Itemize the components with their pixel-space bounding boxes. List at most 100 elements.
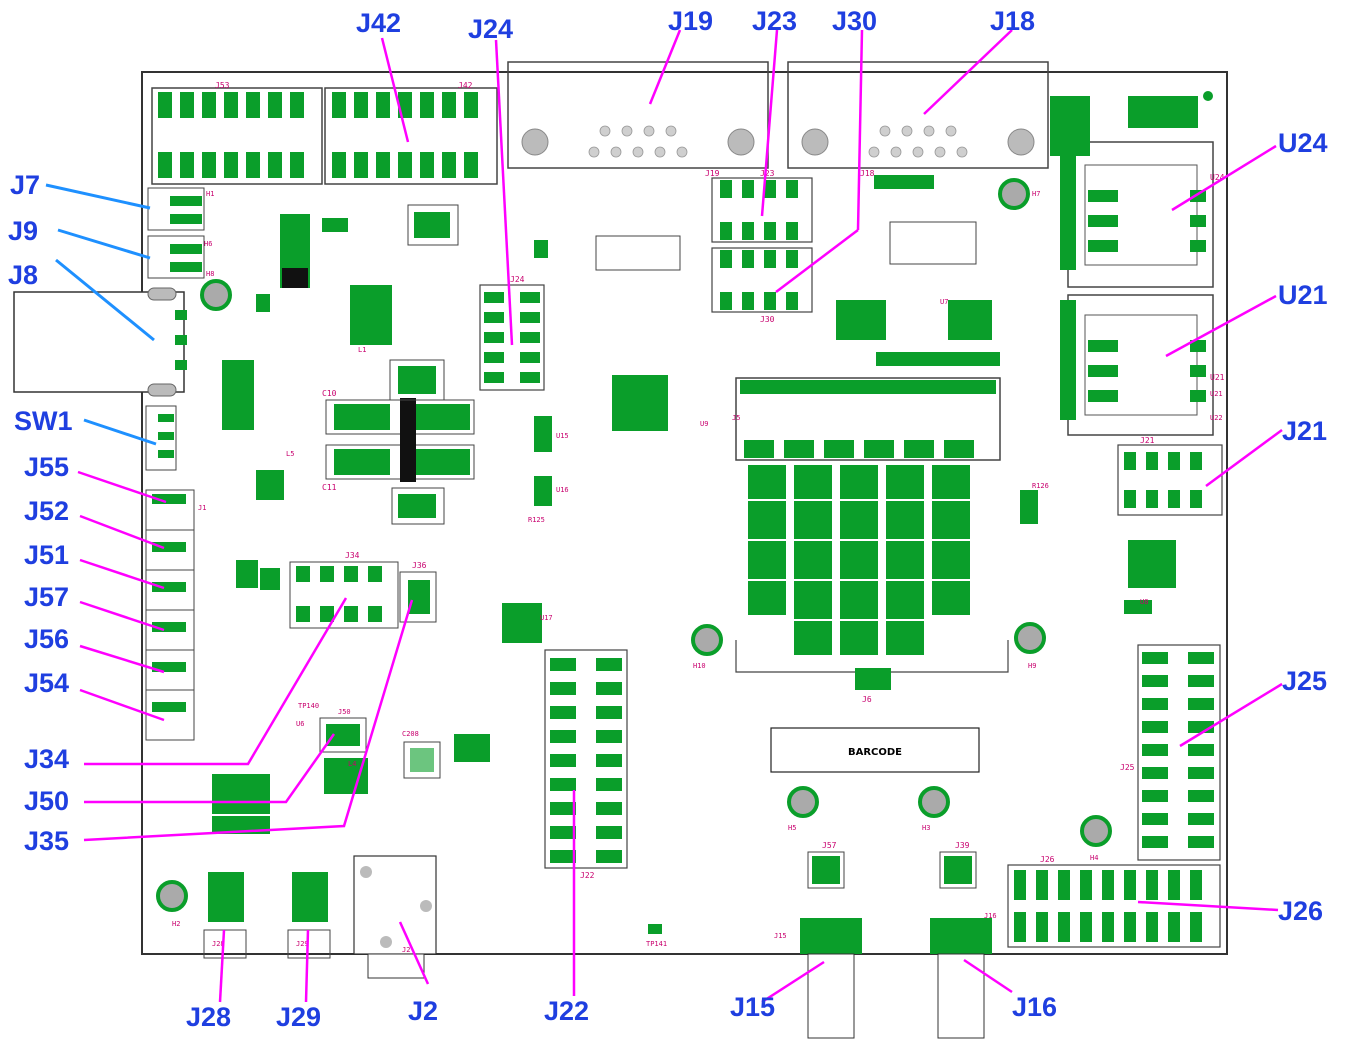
svg-text:J30: J30 xyxy=(760,315,775,324)
callout-j18: J18 xyxy=(990,6,1036,36)
capacitors-c10-c11: C10 C11 xyxy=(322,389,475,492)
callout-j57: J57 xyxy=(24,582,70,612)
silkscreen-labels: H8 H7 H10 H9 H5 H3 H4 H2 L1 L4 L5 C208 U… xyxy=(172,190,1223,954)
svg-text:U16: U16 xyxy=(556,486,569,494)
callout-u21: U21 xyxy=(1278,280,1328,310)
svg-text:L5: L5 xyxy=(286,450,294,458)
svg-text:H2: H2 xyxy=(172,920,180,928)
svg-text:H8: H8 xyxy=(206,270,214,278)
svg-text:J5: J5 xyxy=(732,414,740,422)
silk-j18: J18 xyxy=(860,169,875,178)
connector-j21: J21 xyxy=(1117,436,1223,516)
callout-j30: J30 xyxy=(832,6,878,36)
callout-j15: J15 xyxy=(730,992,776,1022)
svg-text:J34: J34 xyxy=(345,551,360,560)
callout-j26: J26 xyxy=(1278,896,1324,926)
callout-j23: J23 xyxy=(752,6,798,36)
callout-j9: J9 xyxy=(8,216,39,246)
callout-j51: J51 xyxy=(24,540,70,570)
connector-j34: J34 xyxy=(289,551,399,629)
callout-j22: J22 xyxy=(544,996,590,1026)
connector-j50 xyxy=(319,717,367,753)
svg-text:J24: J24 xyxy=(510,275,525,284)
connector-j24: J24 xyxy=(479,275,545,391)
connector-j36: J36 xyxy=(399,561,437,623)
silk-j42: J42 xyxy=(458,81,473,90)
svg-text:J36: J36 xyxy=(412,561,427,570)
ic-c208 xyxy=(403,741,441,779)
callout-j54: J54 xyxy=(24,668,70,698)
connector-j42: J42 xyxy=(324,81,498,185)
svg-text:J22: J22 xyxy=(580,871,595,880)
svg-text:H1: H1 xyxy=(206,190,214,198)
svg-text:H6: H6 xyxy=(204,240,212,248)
callout-j35: J35 xyxy=(24,826,70,856)
svg-text:J6: J6 xyxy=(862,695,872,704)
heatsink-j5: J6 xyxy=(735,377,1009,704)
connector-j19: J19 xyxy=(507,61,769,178)
callout-j8: J8 xyxy=(8,260,39,290)
barcode-label: BARCODE xyxy=(848,747,902,758)
svg-text:U21: U21 xyxy=(1210,373,1225,382)
socket-u24: U24 xyxy=(1060,141,1225,288)
svg-text:J2: J2 xyxy=(402,946,410,954)
small-components xyxy=(212,96,1198,934)
svg-text:J1: J1 xyxy=(198,504,206,512)
svg-text:H5: H5 xyxy=(788,824,796,832)
svg-text:J26: J26 xyxy=(1040,855,1055,864)
svg-text:U21: U21 xyxy=(1210,390,1223,398)
connector-j30: J30 xyxy=(711,247,813,324)
callout-j55: J55 xyxy=(24,452,70,482)
mounting-holes xyxy=(156,91,1213,912)
svg-text:R125: R125 xyxy=(528,516,545,524)
callout-j28: J28 xyxy=(186,1002,232,1032)
left-connectors xyxy=(145,187,205,741)
svg-text:L1: L1 xyxy=(358,346,366,354)
callout-j2: J2 xyxy=(408,996,439,1026)
svg-text:U9: U9 xyxy=(700,420,708,428)
svg-text:U22: U22 xyxy=(1210,414,1223,422)
connector-j28 xyxy=(203,872,247,959)
svg-text:TP140: TP140 xyxy=(298,702,319,710)
svg-text:H4: H4 xyxy=(1090,854,1098,862)
callout-u24: U24 xyxy=(1278,128,1328,158)
svg-text:C11: C11 xyxy=(322,483,337,492)
silk-j19: J19 xyxy=(705,169,720,178)
connector-j8 xyxy=(13,287,187,397)
callout-j42: J42 xyxy=(356,8,402,38)
socket-u21: U21 xyxy=(1060,294,1225,436)
svg-text:H9: H9 xyxy=(1028,662,1036,670)
callout-j56: J56 xyxy=(24,624,70,654)
svg-text:C208: C208 xyxy=(402,730,419,738)
connector-j22: J22 xyxy=(544,649,628,880)
svg-text:L4: L4 xyxy=(348,760,356,768)
connector-j29 xyxy=(287,872,331,959)
callout-j50: J50 xyxy=(24,786,70,816)
svg-text:J21: J21 xyxy=(1140,436,1155,445)
svg-text:U24: U24 xyxy=(1210,173,1225,182)
leader-lines-magenta xyxy=(77,29,1283,1004)
callout-j29: J29 xyxy=(276,1002,322,1032)
svg-text:J15: J15 xyxy=(774,932,787,940)
svg-text:J50: J50 xyxy=(338,708,351,716)
svg-text:C10: C10 xyxy=(322,389,337,398)
svg-text:J57: J57 xyxy=(822,841,837,850)
svg-text:U6: U6 xyxy=(296,720,304,728)
svg-text:H10: H10 xyxy=(693,662,706,670)
svg-text:TP141: TP141 xyxy=(646,940,667,948)
callout-j16: J16 xyxy=(1012,992,1058,1022)
svg-text:U8: U8 xyxy=(1140,598,1148,606)
svg-text:J28: J28 xyxy=(212,940,225,948)
connector-j26: J26 xyxy=(1007,855,1221,948)
connector-j25: J25 xyxy=(1120,644,1221,861)
svg-text:R126: R126 xyxy=(1032,482,1049,490)
connector-j2 xyxy=(353,855,437,979)
callout-j25: J25 xyxy=(1282,666,1328,696)
svg-text:U17: U17 xyxy=(540,614,553,622)
svg-text:J23: J23 xyxy=(760,169,775,178)
silk-j53: J53 xyxy=(215,81,230,90)
connector-j18: J18 xyxy=(787,61,1049,178)
callout-j34: J34 xyxy=(24,744,70,774)
connector-j53: J53 xyxy=(151,81,323,185)
